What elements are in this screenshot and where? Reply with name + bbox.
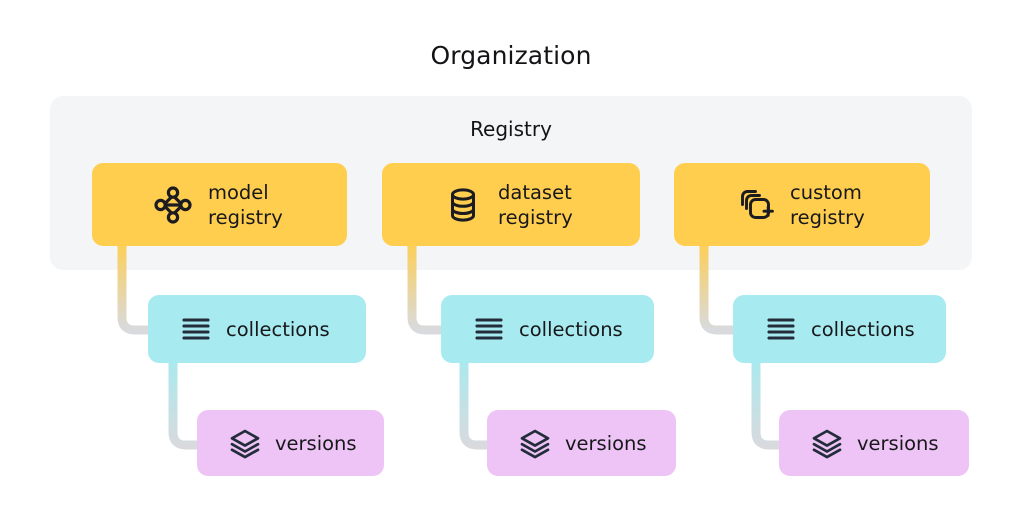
card-versions-3[interactable]: versions [779,410,969,476]
stacked-layers-icon [519,427,551,459]
card-model-registry-label: model registry [208,180,283,229]
stacked-squares-plus-icon [734,184,776,226]
card-collections-1[interactable]: collections [148,295,366,363]
card-versions-1-label: versions [275,431,357,455]
card-versions-3-label: versions [857,431,939,455]
card-collections-3[interactable]: collections [733,295,946,363]
card-versions-1[interactable]: versions [197,410,384,476]
registry-panel-label: Registry [470,117,552,141]
database-icon [442,184,484,226]
stacked-layers-icon [811,427,843,459]
stacked-layers-icon [229,427,261,459]
list-lines-icon [180,313,212,345]
card-dataset-registry[interactable]: dataset registry [382,163,640,246]
list-lines-icon [473,313,505,345]
card-dataset-registry-label: dataset registry [498,180,573,229]
card-custom-registry[interactable]: custom registry [674,163,930,246]
card-collections-3-label: collections [811,317,915,341]
card-model-registry[interactable]: model registry [92,163,347,246]
card-versions-2-label: versions [565,431,647,455]
card-collections-2-label: collections [519,317,623,341]
page-title: Organization [430,41,592,70]
card-collections-2[interactable]: collections [441,295,654,363]
card-custom-registry-label: custom registry [790,180,865,229]
card-versions-2[interactable]: versions [487,410,676,476]
node-graph-icon [152,184,194,226]
card-collections-1-label: collections [226,317,330,341]
list-lines-icon [765,313,797,345]
